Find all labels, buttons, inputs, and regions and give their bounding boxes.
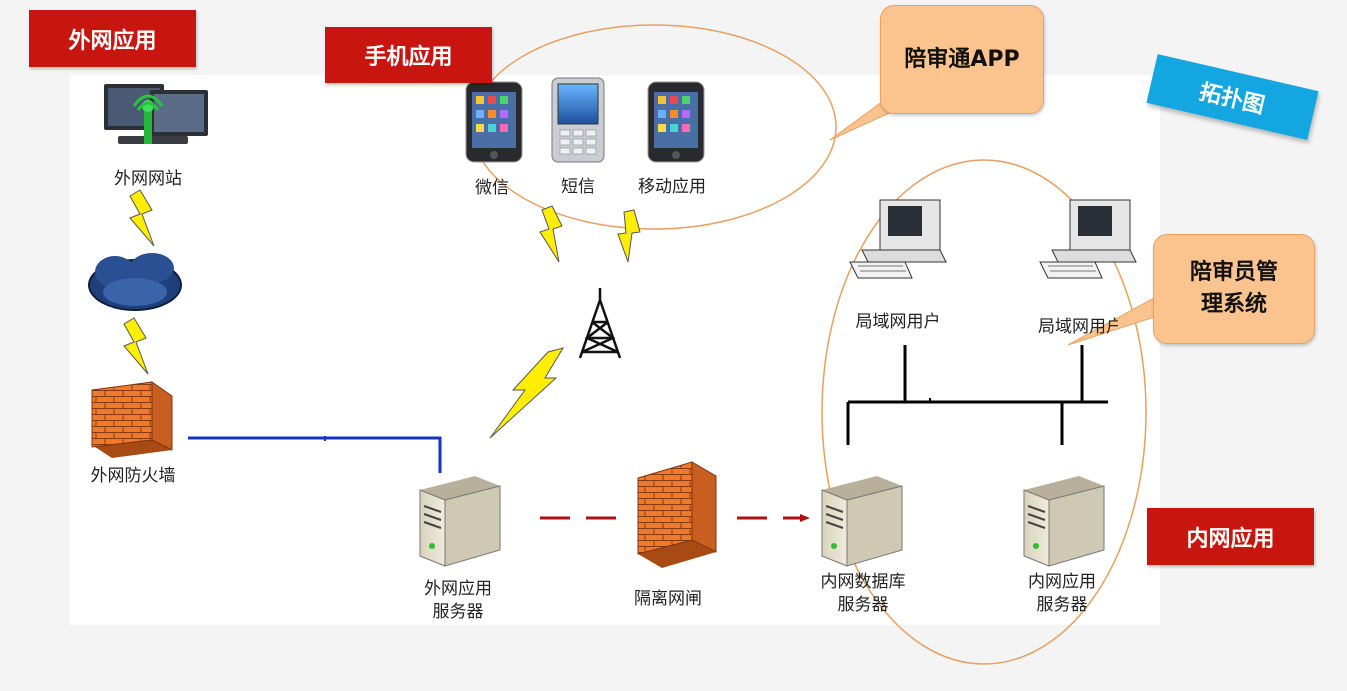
website-label: 外网网站 [114,169,182,189]
gatekeeper-firewall-icon [637,461,717,568]
extranet-server-label-line-2: 服务器 [432,602,484,622]
mgmt-callout-line-1: 陪审员管 [1189,260,1278,285]
smartphone-icon-mobile-app [647,81,705,163]
extranet-server-label: 外网应用 服务器 [398,578,518,624]
lan-computer-icon-2 [1039,199,1137,279]
db-server-label: 内网数据库 服务器 [798,571,928,617]
lan-user-1-label: 局域网用户 [855,312,941,332]
cell-tower-icon [578,288,622,359]
intranet-tag: 内网应用 [1147,508,1314,565]
mgmt-callout-line-2: 理系统 [1200,292,1267,317]
extranet-server-label-line-1: 外网应用 [424,579,492,599]
mgmt-callout: 陪审员管 理系统 [1153,234,1315,344]
lan-computer-icon-1 [849,199,947,279]
app-callout: 陪审通APP [880,5,1044,114]
db-server-label-line-2: 服务器 [837,595,889,615]
extranet-server-icon [419,476,501,567]
intranet-server-label: 内网应用 服务器 [1002,571,1122,617]
smartphone-icon-wechat [465,81,523,163]
internet-cloud-icon [88,253,182,311]
gatekeeper-label: 隔离网闸 [634,589,702,609]
bolt-icon-2 [123,317,149,375]
sms-label: 短信 [561,177,595,197]
website-monitor-icon [104,84,208,144]
bolt-icon-4 [617,209,641,263]
bolt-icon-3 [539,205,563,263]
lan-user-2-label: 局域网用户 [1038,317,1118,337]
feature-phone-icon-sms [551,77,605,163]
mobile-app-label: 移动应用 [638,177,706,197]
intranet-group-ellipse [821,159,1147,665]
intranet-server-label-line-1: 内网应用 [1028,572,1096,592]
db-server-label-line-1: 内网数据库 [820,572,906,592]
intranet-server-label-line-2: 服务器 [1036,595,1088,615]
extranet-link [188,436,442,473]
extranet-tag: 外网应用 [29,10,196,67]
mobile-tag: 手机应用 [325,27,492,83]
wechat-label: 微信 [475,178,509,198]
db-server-icon [821,476,903,567]
extranet-firewall-label: 外网防火墙 [90,466,176,486]
bolt-icon-1 [129,189,155,247]
extranet-firewall-icon [91,381,173,458]
intranet-server-icon [1023,476,1105,567]
bolt-icon-5 [489,347,565,439]
